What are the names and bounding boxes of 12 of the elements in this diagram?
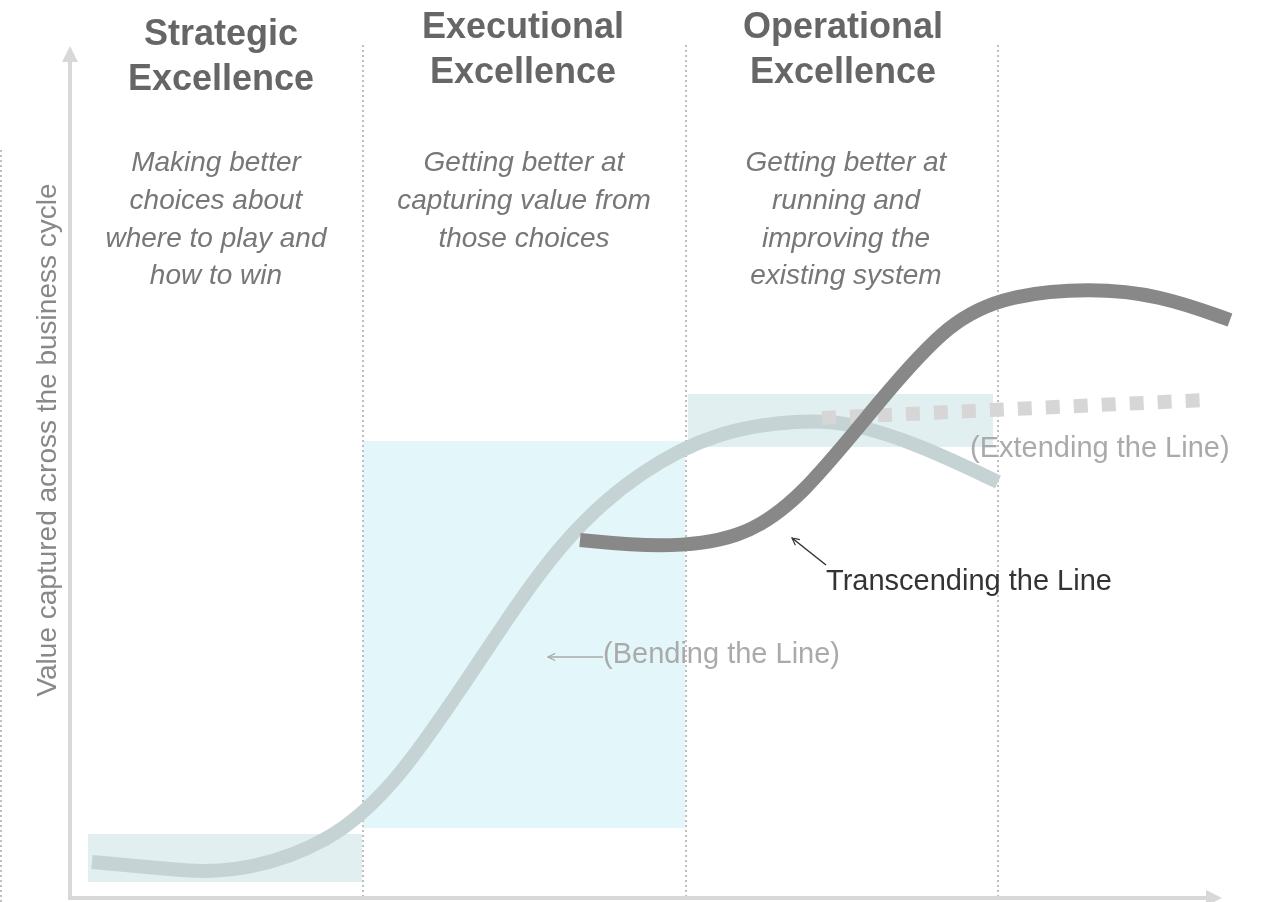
column-description: Getting better at running and improving the existing system <box>744 145 948 293</box>
y-axis-label: Value captured across the business cycle <box>31 183 63 697</box>
column-description: Making better choices about where to play and how to win <box>104 145 329 293</box>
leader-arrow <box>791 537 827 566</box>
column-description: Getting better at capturing value from those choices <box>396 145 652 255</box>
annotation-text: (Bending the Line) <box>603 638 840 670</box>
column-heading: Strategic Excellence <box>126 11 316 100</box>
annotation-text: (Extending the Line) <box>970 432 1230 464</box>
column-heading: Operational Excellence <box>741 4 944 93</box>
leader-arrow <box>547 652 604 662</box>
column-heading: Executional Excellence <box>420 4 626 93</box>
annotation-text: Transcending the Line <box>826 565 1112 597</box>
